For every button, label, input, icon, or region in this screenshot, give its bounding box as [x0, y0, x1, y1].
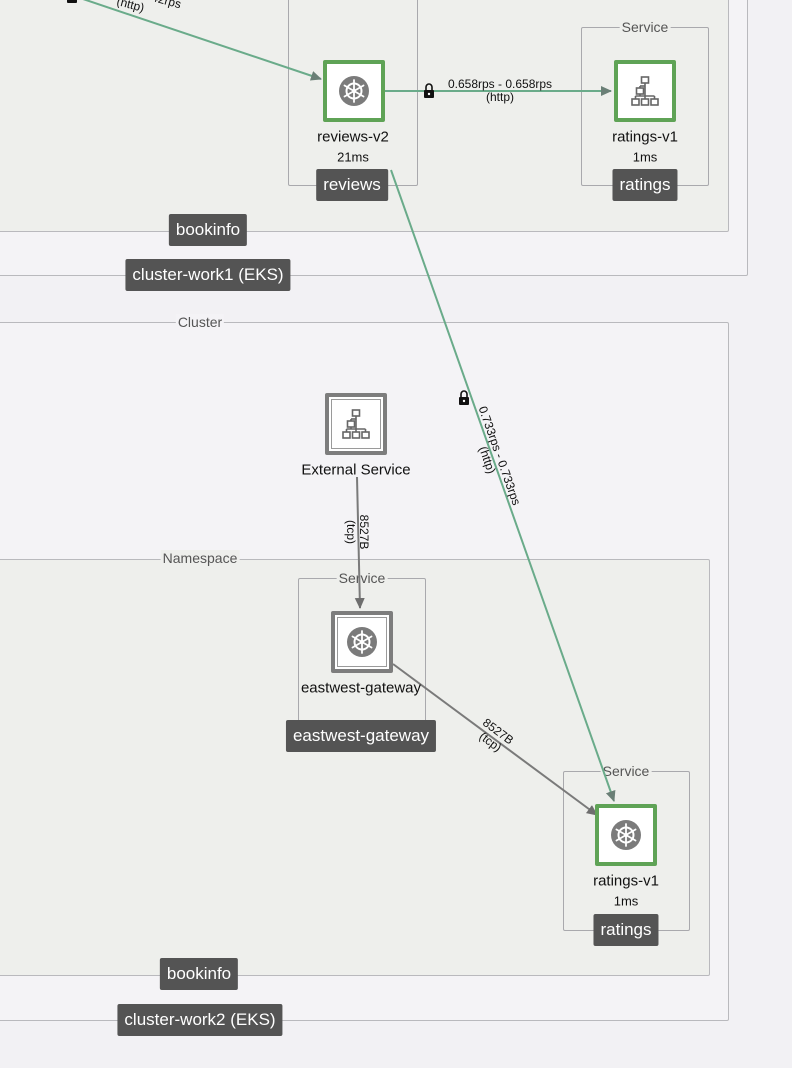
kubernetes-icon — [611, 820, 641, 850]
node-eastwest-gateway[interactable] — [331, 611, 393, 673]
cluster-tag-work2[interactable]: cluster-work2 (EKS) — [117, 1004, 283, 1036]
node-response-time-ratings-v1-top: 1ms — [632, 149, 658, 165]
namespace-tag-bookinfo-work2[interactable]: bookinfo — [159, 958, 239, 990]
service-legend-eastwest-gateway: Service — [336, 570, 388, 586]
node-label-ratings-v1-top: ratings-v1 — [612, 128, 678, 146]
app-tag-eastwest-gateway[interactable]: eastwest-gateway — [285, 720, 437, 752]
node-label-ratings-v1-bottom: ratings-v1 — [593, 872, 659, 890]
node-external-service[interactable] — [325, 393, 387, 455]
service-legend-ratings-top: Service — [619, 19, 671, 35]
node-ratings-v1-top[interactable] — [614, 60, 676, 122]
node-response-time-ratings-v1-bottom: 1ms — [613, 893, 639, 909]
namespace-legend: Namespace — [160, 550, 240, 566]
cluster-tag-work1[interactable]: cluster-work1 (EKS) — [125, 259, 291, 291]
node-ratings-v1-bottom[interactable] — [595, 804, 657, 866]
service-tree-icon — [631, 76, 659, 106]
service-tree-icon — [342, 409, 370, 439]
app-tag-ratings-top[interactable]: ratings — [612, 169, 678, 201]
edge-label-external-to-gateway: 8527B (tcp) — [344, 514, 371, 550]
node-label-reviews-v2: reviews-v2 — [317, 128, 389, 146]
node-response-time-reviews-v2: 21ms — [337, 149, 369, 165]
node-reviews-v2[interactable] — [323, 60, 385, 122]
app-tag-reviews[interactable]: reviews — [316, 169, 388, 201]
edge-label-reviews-to-ratings-top: 0.658rps - 0.658rps (http) — [447, 77, 553, 104]
node-label-external-service: External Service — [301, 461, 411, 479]
cluster-legend: Cluster — [175, 314, 225, 330]
app-tag-ratings-bottom[interactable]: ratings — [593, 914, 659, 946]
service-legend-ratings-bottom: Service — [600, 763, 652, 779]
kubernetes-icon — [347, 627, 377, 657]
namespace-tag-bookinfo-work1[interactable]: bookinfo — [168, 214, 248, 246]
kubernetes-icon — [339, 76, 369, 106]
node-label-eastwest-gateway: eastwest-gateway — [300, 679, 422, 697]
